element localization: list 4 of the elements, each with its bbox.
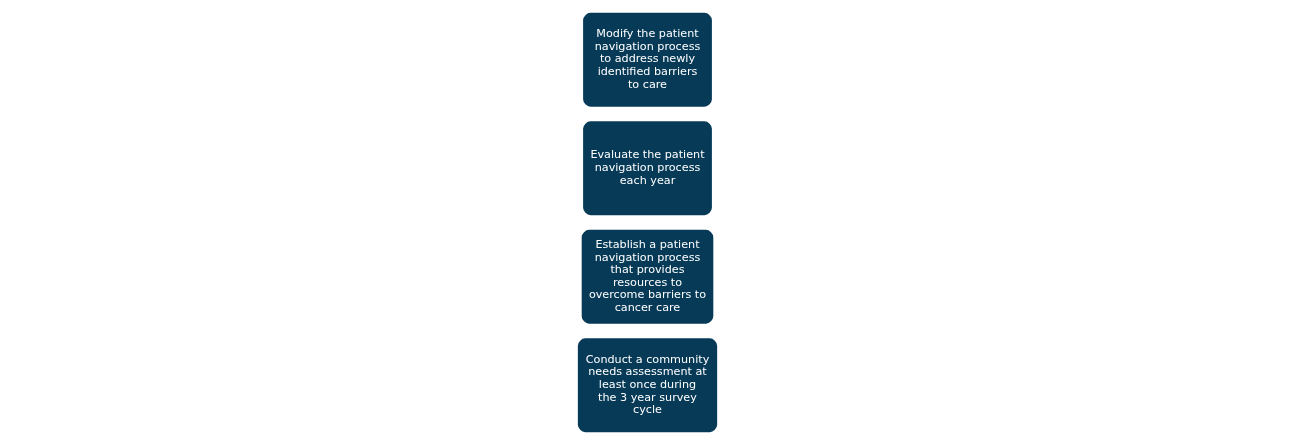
node-box: Evaluate the patient navigation process each year bbox=[580, 119, 714, 218]
node-box: Conduct a community needs assessment at least once during the 3 year survey cycle bbox=[575, 336, 719, 435]
node-box: Modify the patient navigation process to address newly identified barriers to care bbox=[580, 10, 714, 109]
node-box: Establish a patient navigation process that provides resources to overcome barriers to cancer care bbox=[579, 227, 715, 326]
